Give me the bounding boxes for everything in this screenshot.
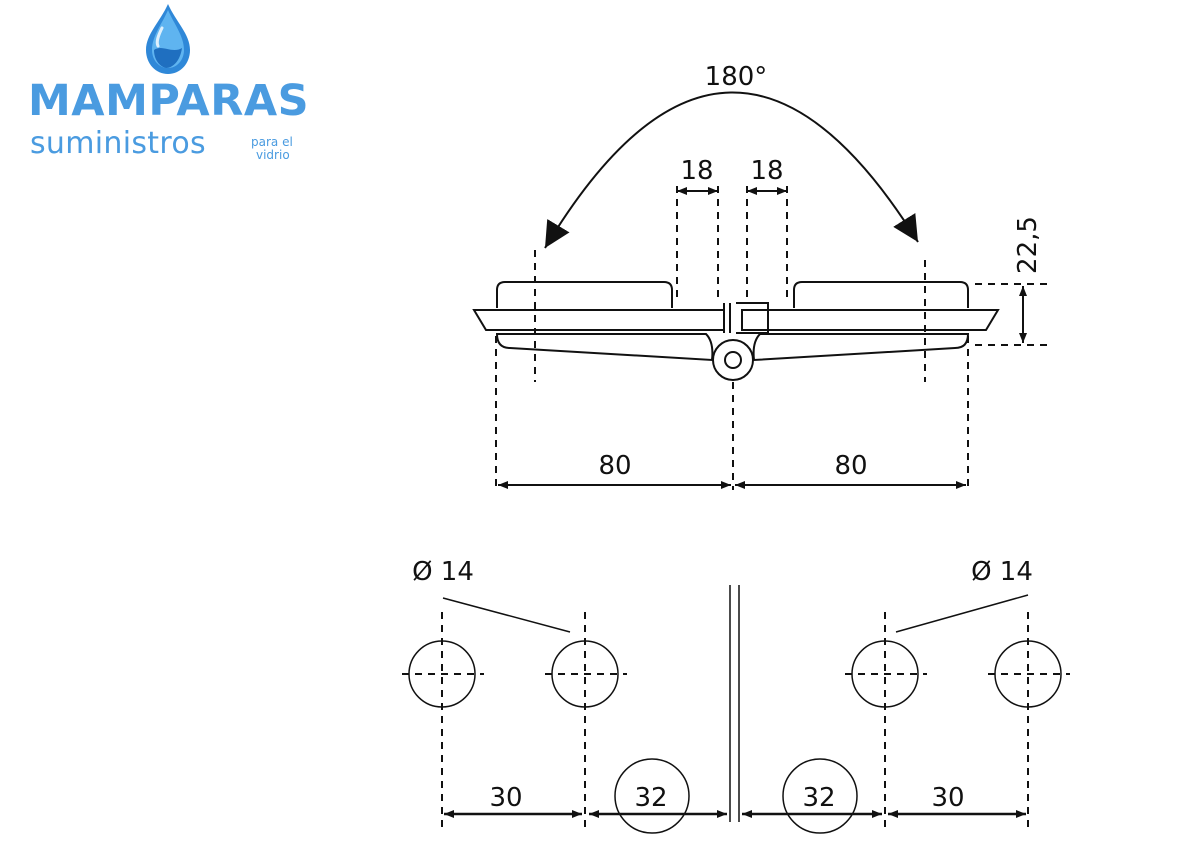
inner-spacing-circle-left <box>614 758 690 834</box>
spacing-left-outer-label: 30 <box>489 783 522 813</box>
hole-diameter-left-label: Ø 14 <box>412 557 474 587</box>
width-left-label: 80 <box>598 451 631 481</box>
water-drop-icon <box>146 4 190 74</box>
brand-subtitle: suministros <box>30 126 206 161</box>
inner-spacing-circle-right <box>782 758 858 834</box>
width-right-label: 80 <box>834 451 867 481</box>
hole-diameter-right-label: Ø 14 <box>971 557 1033 587</box>
hinge-pivot-outer <box>712 339 754 381</box>
logo <box>146 4 190 74</box>
hinge-center-bracket <box>723 302 769 334</box>
spacing-right-outer-label: 30 <box>931 783 964 813</box>
brand-tagline-1: para el <box>251 135 293 149</box>
glass-right <box>741 309 1000 331</box>
gap-left-label: 18 <box>680 156 713 186</box>
glass-left <box>472 309 725 331</box>
spacing-right-inner-label: 32 <box>802 783 835 813</box>
hinge-pivot-inner <box>724 351 742 369</box>
height-label: 22,5 <box>1013 216 1043 274</box>
gap-right-label: 18 <box>750 156 783 186</box>
hinge-right-base <box>752 333 970 362</box>
hinge-right-clamp <box>793 281 969 308</box>
rotation-arc <box>544 91 919 249</box>
brand-name: MAMPARAS <box>28 76 310 126</box>
brand-tagline-2: vidrio <box>256 148 290 162</box>
hinge-left-base <box>495 333 714 362</box>
leader-left <box>442 597 571 633</box>
spacing-left-inner-label: 32 <box>634 783 667 813</box>
angle-label: 180° <box>705 62 768 92</box>
leader-right <box>895 594 1029 633</box>
hinge-left-clamp <box>496 281 673 308</box>
